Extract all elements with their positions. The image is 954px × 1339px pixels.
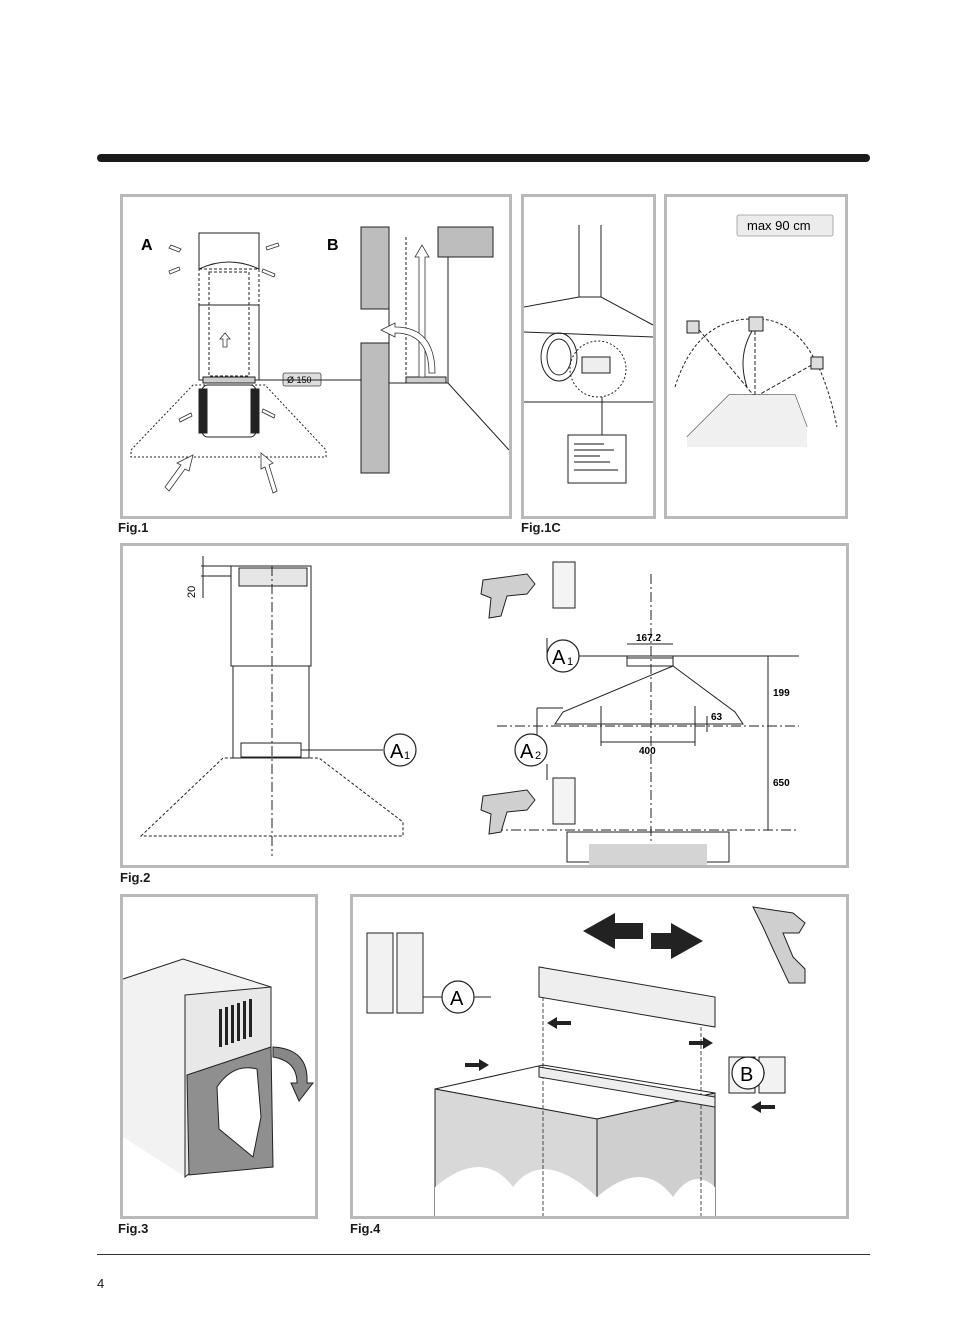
fig1-caption: Fig.1 [118, 520, 149, 535]
fig4-panel: A B [350, 894, 849, 1219]
fig3-drawing [123, 958, 315, 1179]
dim-167-2: 167.2 [636, 633, 661, 644]
wall-plug-icons [366, 932, 786, 1094]
dim-400: 400 [639, 746, 656, 757]
outlet-drawing: max 90 cm [674, 214, 838, 447]
fig1-label-b: B [327, 237, 339, 254]
callout-b [731, 1056, 765, 1090]
fig1b-wall [360, 226, 509, 474]
callout-a [441, 980, 475, 1014]
max-height-badge [736, 214, 834, 237]
fig2-dimension-drawing [493, 574, 799, 865]
callout-a1-right-letter: A [552, 647, 566, 669]
fig2-drawing: 20 A 1 167.2 199 63 40 [139, 556, 799, 865]
push-arrow-icons [465, 1017, 775, 1113]
rating-label-lines [574, 443, 618, 471]
fig1-drawing: A B Ø 150 [130, 226, 509, 494]
fig4-drawing: A B [366, 906, 806, 1216]
fig4-caption: Fig.4 [350, 1221, 381, 1236]
drill-icon-bottom [480, 777, 576, 835]
fig1a-airflow-arrows [164, 242, 280, 494]
footer-rule [97, 1254, 870, 1255]
hand [216, 1067, 262, 1158]
dim-20: 20 [186, 586, 198, 598]
slide-arrows-icon [583, 913, 703, 959]
fig1b-airflow-arrows [380, 244, 436, 378]
callout-a1-right [546, 639, 580, 673]
vent-slots [219, 999, 252, 1047]
callout-a1-left-sub: 1 [404, 750, 410, 762]
mounting-bracket [538, 966, 716, 1028]
callout-b-letter: B [740, 1064, 753, 1086]
callout-a-letter: A [450, 988, 464, 1010]
fig1c-outlet-panel: max 90 cm [664, 194, 848, 519]
fig1c-drawing [524, 225, 653, 484]
drill-icon-top [480, 561, 576, 619]
callout-a1-left-letter: A [390, 741, 404, 763]
drill-icon [752, 906, 806, 984]
max-height-label: max 90 cm [747, 218, 811, 233]
fig1-panel: A B Ø 150 [120, 194, 512, 519]
fig2-panel: 20 A 1 167.2 199 63 40 [120, 543, 849, 868]
dim-63: 63 [711, 712, 723, 723]
callout-a2 [514, 733, 548, 767]
callout-a2-letter: A [520, 741, 534, 763]
fig1c-panel [521, 194, 656, 519]
fig3-panel [120, 894, 318, 1219]
callout-a1-left [383, 733, 417, 767]
fig2-caption: Fig.2 [120, 870, 151, 885]
dim-650: 650 [773, 778, 790, 789]
fig2-hood-elevation [139, 556, 404, 856]
fig1a-hood [130, 232, 327, 458]
callout-a1-right-sub: 1 [567, 656, 573, 668]
fig3-caption: Fig.3 [118, 1221, 149, 1236]
dim-199: 199 [773, 688, 790, 699]
fig1c-caption: Fig.1C [521, 520, 561, 535]
callout-a2-sub: 2 [535, 750, 541, 762]
header-rule [97, 154, 870, 162]
rotate-arrow-icon [272, 1046, 315, 1102]
page-number: 4 [97, 1276, 105, 1291]
lower-bracket [538, 1066, 716, 1108]
fig1-label-a: A [141, 237, 153, 254]
